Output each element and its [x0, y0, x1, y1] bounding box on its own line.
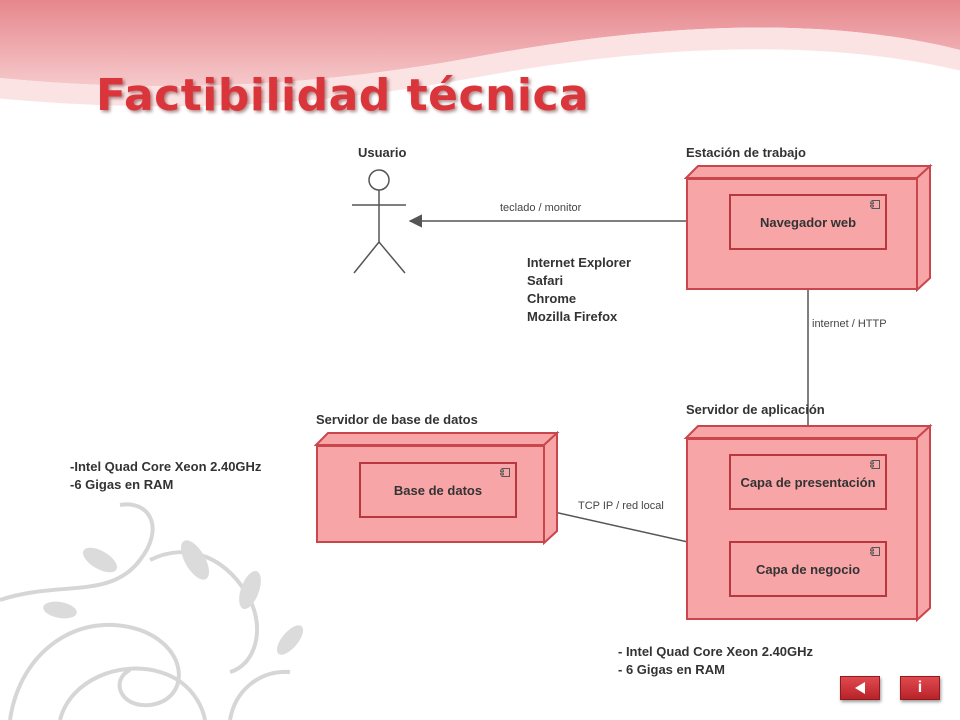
db-server-label: Servidor de base de datos: [316, 412, 478, 427]
slide-title: Factibilidad técnica: [96, 70, 590, 121]
presentation-layer-component: Capa de presentación: [729, 454, 887, 510]
app-server-node: Capa de presentación Capa de negocio: [686, 438, 918, 620]
component-icon: [870, 460, 880, 469]
browser-list-item: Safari: [527, 273, 564, 288]
component-icon: [870, 200, 880, 209]
browser-list-item: Internet Explorer: [527, 255, 632, 270]
connection-label-browser-app: internet / HTTP: [812, 318, 887, 330]
app-spec-item: - 6 Gigas en RAM: [618, 662, 725, 677]
header-wave-light: [0, 27, 960, 108]
connection-label-user-browser: teclado / monitor: [500, 202, 582, 214]
info-button[interactable]: i: [900, 676, 940, 700]
browser-list-item: Mozilla Firefox: [527, 309, 618, 324]
business-layer-component: Capa de negocio: [729, 541, 887, 597]
back-button[interactable]: [840, 676, 880, 700]
browser-list-item: Chrome: [527, 291, 577, 306]
workstation-label: Estación de trabajo: [686, 145, 806, 160]
app-server-specs: - Intel Quad Core Xeon 2.40GHz - 6 Gigas…: [618, 643, 813, 679]
app-spec-item: - Intel Quad Core Xeon 2.40GHz: [618, 644, 814, 659]
db-server-specs: -Intel Quad Core Xeon 2.40GHz -6 Gigas e…: [70, 458, 261, 494]
connection-label-db-business: TCP IP / red local: [578, 500, 664, 512]
presentation-layer-label: Capa de presentación: [740, 474, 876, 490]
app-server-label: Servidor de aplicación: [686, 402, 825, 417]
db-server-node: Base de datos: [316, 445, 545, 543]
browser-component: Navegador web: [729, 194, 887, 250]
db-spec-item: -6 Gigas en RAM: [70, 477, 174, 492]
database-component: Base de datos: [359, 462, 517, 518]
component-icon: [870, 547, 880, 556]
browser-list: Internet Explorer Safari Chrome Mozilla …: [527, 254, 631, 326]
actor-label: Usuario: [358, 145, 407, 160]
workstation-node: Navegador web: [686, 178, 918, 290]
db-spec-item: -Intel Quad Core Xeon 2.40GHz: [70, 459, 262, 474]
database-component-label: Base de datos: [393, 482, 483, 498]
user-actor-icon: [352, 169, 406, 274]
triangle-left-icon: [855, 682, 865, 694]
swirl-ornament: [0, 502, 304, 720]
business-layer-label: Capa de negocio: [755, 561, 861, 577]
browser-component-label: Navegador web: [759, 214, 857, 230]
info-button-label: i: [917, 679, 923, 696]
component-icon: [500, 468, 510, 477]
header-wave: [0, 0, 960, 87]
